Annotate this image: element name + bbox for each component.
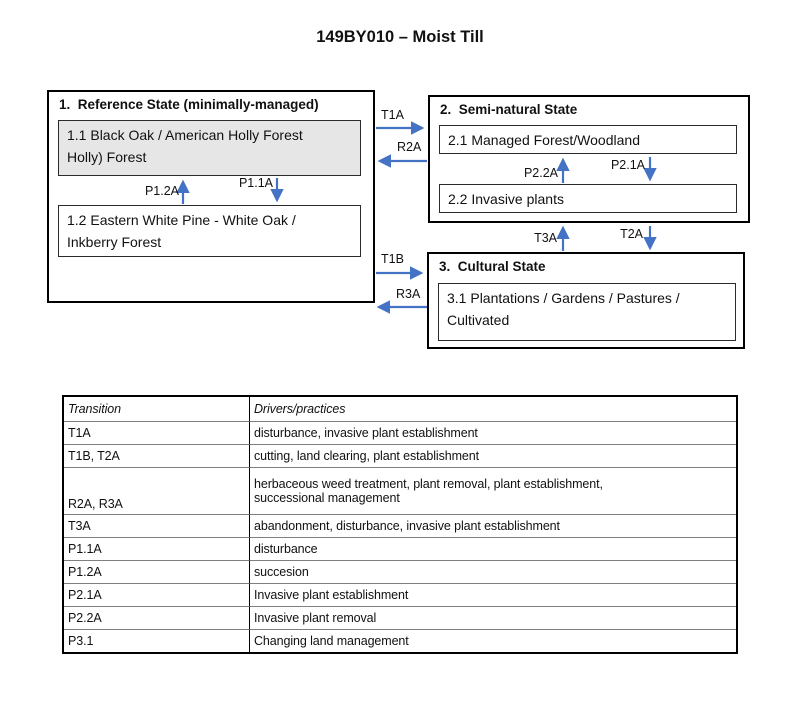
drivers-cell: cutting, land clearing, plant establishm…	[249, 445, 736, 468]
transition-cell: P3.1	[68, 633, 94, 648]
state-box-semi-natural: 2. Semi-natural State 2.1 Managed Forest…	[428, 95, 750, 223]
arrow-label-r3a: R3A	[396, 287, 421, 301]
table-row-t3a: T3A abandonment, disturbance, invasive p…	[64, 515, 736, 538]
transitions-table: Transition Drivers/practices T1A disturb…	[62, 395, 738, 654]
table-row-p2-1a: P2.1A Invasive plant establishment	[64, 584, 736, 607]
table-row-t1b-t2a: T1B, T2A cutting, land clearing, plant e…	[64, 445, 736, 468]
arrow-label-t3a: T3A	[534, 231, 557, 245]
transition-cell: T1B, T2A	[64, 445, 249, 468]
table-row-p2-2a: P2.2A Invasive plant removal	[64, 607, 736, 630]
drivers-cell: Invasive plant removal	[249, 607, 736, 630]
arrow-label-p1-2a: P1.2A	[144, 184, 179, 198]
state-header-cultural: 3. Cultural State	[439, 259, 546, 274]
arrow-label-t2a: T2A	[620, 227, 643, 241]
state-box-cultural: 3. Cultural State 3.1 Plantations / Gard…	[427, 252, 745, 349]
drivers-cell: succesion	[249, 561, 736, 584]
arrow-label-p2-2a: P2.2A	[523, 166, 558, 180]
table-header-row: Transition Drivers/practices	[64, 397, 736, 422]
state-box-reference: 1. Reference State (minimally-managed) 1…	[47, 90, 375, 303]
table-row-p3-1: P3.1 Changing land management	[64, 630, 736, 652]
arrow-label-t1a: T1A	[381, 108, 404, 122]
state-header-semi-natural: 2. Semi-natural State	[440, 102, 578, 117]
drivers-cell: disturbance	[249, 538, 736, 561]
drivers-cell: Changing land management	[249, 630, 736, 652]
community-box-1-1: 1.1 Black Oak / American Holly Forest Ho…	[58, 120, 361, 176]
table-row-t1a: T1A disturbance, invasive plant establis…	[64, 422, 736, 445]
table-row-p1-2a: P1.2A succesion	[64, 561, 736, 584]
table-row-r2a-r3a: R2A, R3A herbaceous weed treatment, plan…	[64, 468, 736, 515]
arrow-label-p1-1a: P1.1A	[238, 176, 273, 190]
transition-cell: P1.1A	[64, 538, 249, 561]
drivers-cell: herbaceous weed treatment, plant removal…	[249, 468, 736, 515]
arrow-label-p2-1a: P2.1A	[610, 158, 645, 172]
table-header-transition: Transition	[64, 397, 249, 422]
transition-cell: P2.2A	[64, 607, 249, 630]
drivers-cell: abandonment, disturbance, invasive plant…	[249, 515, 736, 538]
community-box-2-2: 2.2 Invasive plants	[439, 184, 737, 213]
community-box-1-2: 1.2 Eastern White Pine - White Oak / Ink…	[58, 205, 361, 257]
state-header-reference: 1. Reference State (minimally-managed)	[59, 97, 319, 112]
table-header-drivers: Drivers/practices	[249, 397, 736, 422]
transition-cell: T1A	[64, 422, 249, 445]
transition-cell: R2A, R3A	[64, 468, 249, 515]
drivers-cell: Invasive plant establishment	[249, 584, 736, 607]
arrow-label-r2a: R2A	[397, 140, 422, 154]
drivers-cell: disturbance, invasive plant establishmen…	[249, 422, 736, 445]
page-title: 149BY010 – Moist Till	[316, 28, 484, 46]
transition-cell: T3A	[64, 515, 249, 538]
transition-cell: P2.1A	[64, 584, 249, 607]
table-row-p1-1a: P1.1A disturbance	[64, 538, 736, 561]
community-box-3-1: 3.1 Plantations / Gardens / Pastures / C…	[438, 283, 736, 341]
community-box-2-1: 2.1 Managed Forest/Woodland	[439, 125, 737, 154]
transition-cell: P1.2A	[64, 561, 249, 584]
arrow-label-t1b: T1B	[381, 252, 404, 266]
